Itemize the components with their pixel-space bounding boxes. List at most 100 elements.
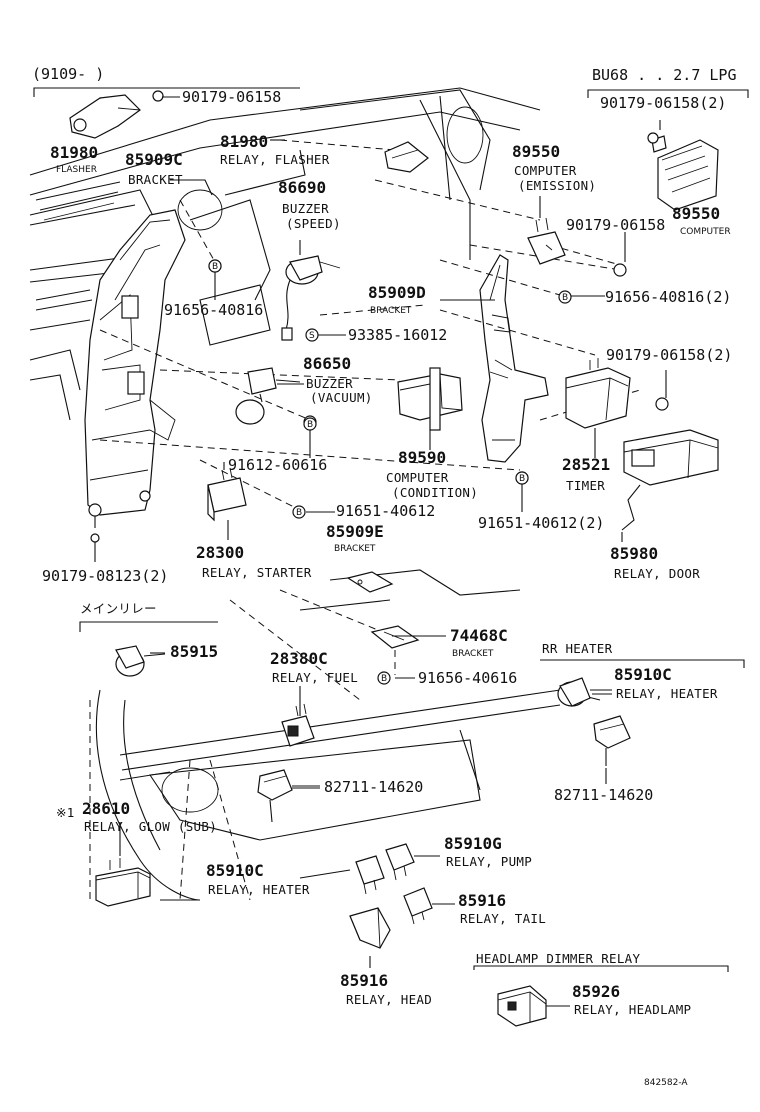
label-computer-b: COMPUTER xyxy=(680,227,731,237)
nut-90179-right xyxy=(647,132,659,144)
label-90179-b: 90179-06158 xyxy=(566,216,665,234)
label-28610: 28610 xyxy=(82,799,130,818)
svg-text:B: B xyxy=(212,262,218,272)
label-buzzer-vacuum: BUZZER xyxy=(306,376,353,391)
figure-number: 842582-A xyxy=(644,1078,688,1088)
label-rr-heater: RR HEATER xyxy=(542,641,613,656)
label-relay-headlamp: RELAY, HEADLAMP xyxy=(574,1002,691,1017)
label-speed: (SPEED) xyxy=(286,216,341,231)
label-85910c-a: 85910C xyxy=(614,665,672,684)
label-82711-a: 82711-14620 xyxy=(324,778,423,796)
label-relay-starter: RELAY, STARTER xyxy=(202,565,312,580)
label-86650: 86650 xyxy=(303,354,351,373)
label-82711-b: 82711-14620 xyxy=(554,786,653,804)
relay-tail-part xyxy=(403,887,455,925)
label-headlamp-dimmer: HEADLAMP DIMMER RELAY xyxy=(476,951,641,966)
label-computer-c: COMPUTER xyxy=(386,470,449,485)
svg-text:B: B xyxy=(562,293,568,303)
label-91651-a: 91651-40612 xyxy=(336,502,435,520)
relay-heater-lower-part xyxy=(355,855,385,895)
label-86690: 86690 xyxy=(278,178,326,197)
label-89550-b: 89550 xyxy=(672,204,720,223)
label-93385: 93385-16012 xyxy=(348,326,447,344)
relay-door-part xyxy=(621,429,719,531)
label-81980-flasher: 81980 xyxy=(50,143,98,162)
label-90179-2b: 90179-06158(2) xyxy=(606,346,732,364)
label-85909c: 85909C xyxy=(125,150,183,169)
label-85910g: 85910G xyxy=(444,834,502,853)
buzzer-86650-part xyxy=(235,367,301,425)
label-bracket-e: BRACKET xyxy=(334,544,376,554)
relay-heater-rr-part xyxy=(557,677,612,707)
label-85909d: 85909D xyxy=(368,283,426,302)
svg-text:S: S xyxy=(309,331,315,341)
relay-85915-part xyxy=(115,645,166,677)
label-relay-tail: RELAY, TAIL xyxy=(460,911,546,926)
label-91651-b: 91651-40612(2) xyxy=(478,514,604,532)
bracket-85909d xyxy=(479,254,549,463)
computer-89550-part xyxy=(651,135,719,211)
computer-emission-part xyxy=(527,217,566,265)
label-relay-head: RELAY, HEAD xyxy=(346,992,432,1007)
bracket-85909e-part xyxy=(346,571,394,593)
bracket-85909c xyxy=(84,209,186,528)
relay-pump-part xyxy=(385,843,440,881)
relay-fuel-part xyxy=(281,703,315,747)
label-star1: ※1 xyxy=(56,805,75,820)
label-91656-b: 91656-40816(2) xyxy=(605,288,731,306)
lower-dash-structure xyxy=(95,569,601,901)
label-bracket-d: BRACKET xyxy=(370,306,412,316)
label-85909e: 85909E xyxy=(326,522,384,541)
label-91656-40616: 91656-40616 xyxy=(418,669,517,687)
label-condition: (CONDITION) xyxy=(392,485,478,500)
label-relay-heater-a: RELAY, HEATER xyxy=(616,686,718,701)
label-relay-door: RELAY, DOOR xyxy=(614,566,700,581)
label-89590: 89590 xyxy=(398,448,446,467)
label-timer: TIMER xyxy=(566,478,605,493)
header-right-bracket xyxy=(587,89,749,98)
connector-82711-left-part xyxy=(257,769,320,823)
headlamp-dimmer-bracket xyxy=(473,965,729,972)
label-74468c: 74468C xyxy=(450,626,508,645)
label-90179-top: 90179-06158 xyxy=(182,88,281,106)
relay-headlamp-part xyxy=(497,985,547,1027)
label-flasher: FLASHER xyxy=(56,165,97,175)
computer-condition-part xyxy=(397,367,463,431)
label-relay-pump: RELAY, PUMP xyxy=(446,854,532,869)
relay-head-part xyxy=(349,907,391,949)
label-buzzer-speed: BUZZER xyxy=(282,201,329,216)
label-91656-a: 91656-40816 xyxy=(164,301,263,319)
label-85915: 85915 xyxy=(170,642,218,661)
label-relay-glow: RELAY, GLOW (SUB) xyxy=(84,819,217,834)
dashboard-panel xyxy=(29,87,541,421)
label-85980: 85980 xyxy=(610,544,658,563)
label-89550-a: 89550 xyxy=(512,142,560,161)
label-28380c: 28380C xyxy=(270,649,328,668)
relay-starter-part xyxy=(207,462,247,522)
svg-text:B: B xyxy=(307,420,313,430)
relay-flasher-part xyxy=(384,141,429,173)
label-emission: (EMISSION) xyxy=(518,178,596,193)
fastener-markers: B B S B B B B xyxy=(208,259,572,685)
label-main-relay: メインリレー xyxy=(80,601,157,616)
rr-heater-bracket xyxy=(540,659,745,668)
main-relay-bracket xyxy=(79,621,218,632)
label-bracket-74: BRACKET xyxy=(452,649,494,659)
label-85910c-b: 85910C xyxy=(206,861,264,880)
label-relay-heater-b: RELAY, HEATER xyxy=(208,882,310,897)
relay-glow-sub-part xyxy=(95,858,151,907)
label-relay-fuel: RELAY, FUEL xyxy=(272,670,358,685)
header-left-bracket xyxy=(33,87,300,97)
header-right-label: BU68 . . 2.7 LPG xyxy=(592,66,737,84)
label-85916-a: 85916 xyxy=(458,891,506,910)
screw-90179-08123 xyxy=(90,533,100,543)
bracket-74468c-part xyxy=(370,625,420,649)
label-28300: 28300 xyxy=(196,543,244,562)
label-81980-relay: 81980 xyxy=(220,132,268,151)
connector-82711-right-part xyxy=(593,715,631,766)
label-28521: 28521 xyxy=(562,455,610,474)
nut-90179-top xyxy=(152,90,164,102)
svg-text:B: B xyxy=(381,674,387,684)
